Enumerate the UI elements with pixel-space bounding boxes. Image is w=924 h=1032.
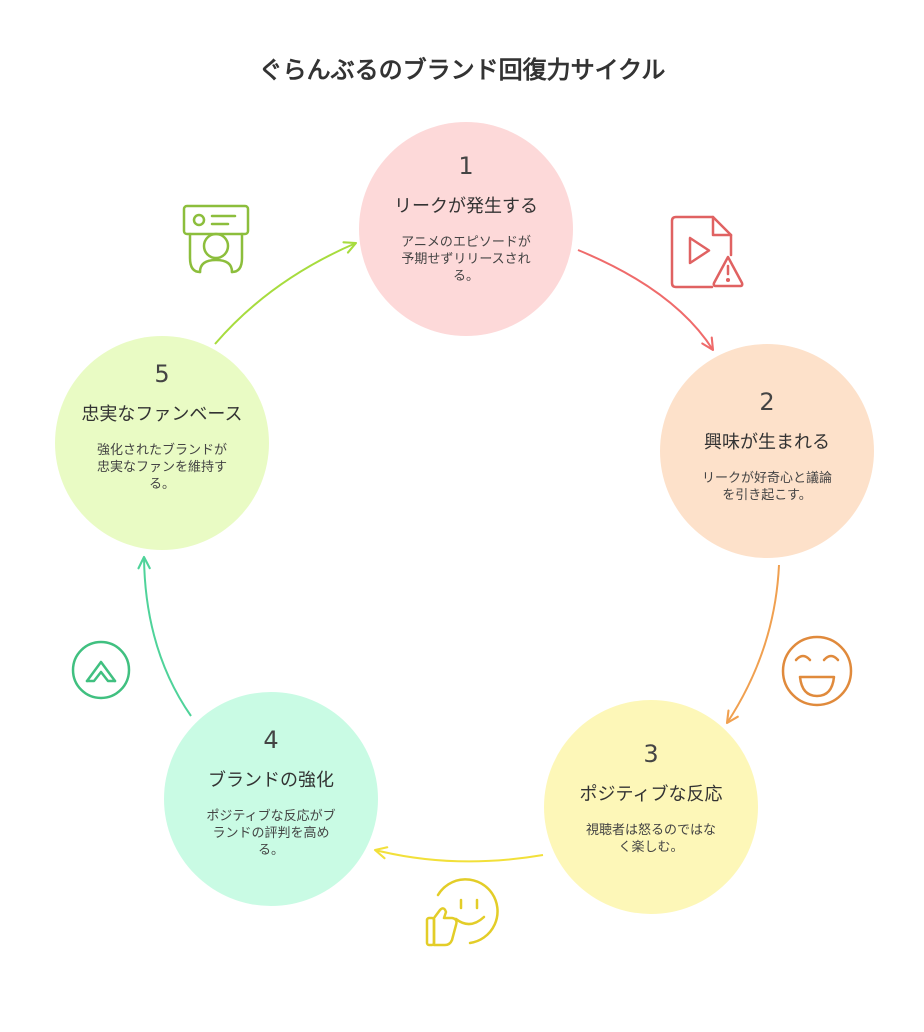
step-description: 強化されたブランドが忠実なファンを維持する。: [96, 443, 227, 492]
arrow-5-to-1: [214, 241, 358, 345]
step-number: 5: [154, 360, 170, 388]
arrow-1-to-2: [577, 249, 715, 352]
step-description: アニメのエピソードが予期せずリリースされる。: [401, 235, 531, 284]
cycle-step-3: 3 ポジティブな反応 視聴者は怒るのではなく楽しむ。: [544, 700, 758, 914]
arrow-4-to-5: [137, 555, 192, 717]
laughing-face-icon: [781, 635, 853, 707]
step-number: 1: [458, 152, 474, 180]
fan-holding-card-icon: [182, 204, 250, 274]
smiley-thumbs-up-icon: [425, 878, 499, 947]
cycle-step-1: 1 リークが発生する アニメのエピソードが予期せずリリースされる。: [359, 122, 573, 336]
step-title: リークが発生する: [394, 196, 538, 217]
step-number: 3: [643, 740, 659, 768]
cycle-step-4: 4 ブランドの強化 ポジティブな反応がブランドの評判を高める。: [164, 692, 378, 906]
cycle-step-5: 5 忠実なファンベース 強化されたブランドが忠実なファンを維持する。: [55, 336, 269, 550]
step-title: ブランドの強化: [208, 770, 334, 791]
video-file-warning-icon: [670, 215, 744, 289]
cycle-step-2: 2 興味が生まれる リークが好奇心と議論を引き起こす。: [660, 344, 874, 558]
step-description: リークが好奇心と議論を引き起こす。: [701, 471, 832, 503]
step-number: 4: [263, 726, 279, 754]
step-description: ポジティブな反応がブランドの評判を高める。: [206, 809, 336, 858]
step-description: 視聴者は怒るのではなく楽しむ。: [585, 823, 716, 855]
arrow-2-to-3: [725, 564, 780, 725]
diagram-title: ぐらんぶるのブランド回復力サイクル: [258, 56, 666, 84]
step-title: ポジティブな反応: [579, 784, 723, 805]
chevron-up-circle-icon: [71, 640, 131, 700]
step-number: 2: [759, 388, 775, 416]
step-title: 興味が生まれる: [704, 432, 830, 453]
arrow-3-to-4: [373, 846, 544, 863]
step-title: 忠実なファンベース: [81, 404, 243, 425]
